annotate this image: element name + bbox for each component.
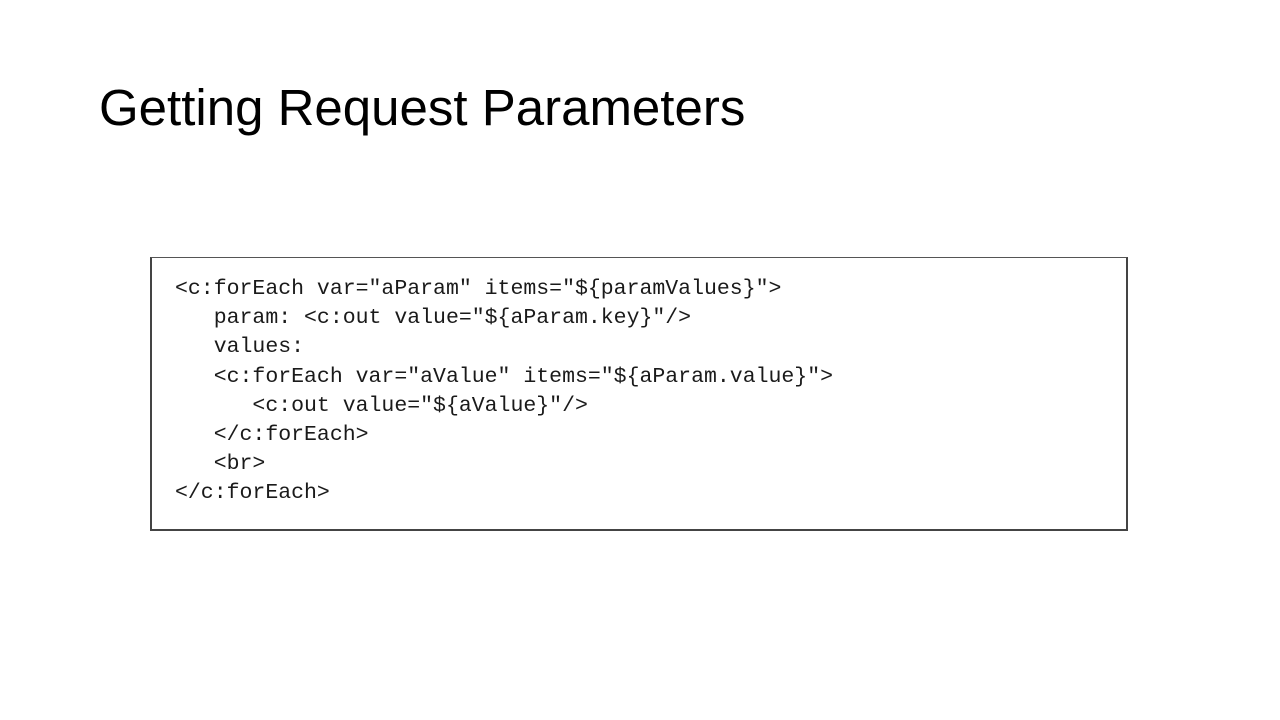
code-snippet-box: <c:forEach var="aParam" items="${paramVa… [150,257,1128,531]
slide-title: Getting Request Parameters [99,79,746,136]
code-line: values: [175,335,305,360]
code-line: <c:forEach var="aParam" items="${paramVa… [175,277,782,301]
code-line: </c:forEach> [175,422,369,447]
code-line: <c:forEach var="aValue" items="${aParam.… [175,364,834,389]
code-line: </c:forEach> [175,481,330,506]
code-line: param: <c:out value="${aParam.key}"/> [175,306,692,331]
code-lines: <c:forEach var="aParam" items="${paramVa… [175,275,833,509]
code-line: <br> [175,452,266,477]
code-line: <c:out value="${aValue}"/> [175,393,588,418]
